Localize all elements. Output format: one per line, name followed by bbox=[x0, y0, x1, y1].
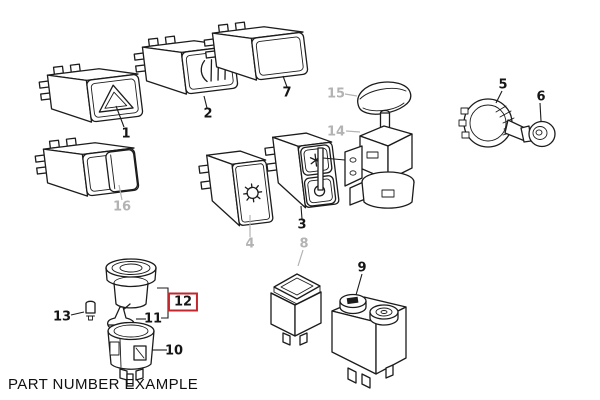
part-14-drawing bbox=[317, 109, 415, 209]
part-label-3[interactable]: 3 bbox=[297, 217, 307, 233]
part-3-drawing bbox=[263, 129, 340, 213]
part-label-8[interactable]: 8 bbox=[299, 236, 309, 252]
part-label-5[interactable]: 5 bbox=[498, 77, 508, 93]
part-label-1[interactable]: 1 bbox=[121, 126, 131, 142]
caption-text: PART NUMBER EXAMPLE bbox=[8, 376, 199, 393]
part-10-drawing bbox=[107, 321, 155, 387]
part-15-drawing bbox=[357, 81, 412, 115]
part-label-9[interactable]: 9 bbox=[357, 260, 367, 276]
part-label-16[interactable]: 16 bbox=[112, 199, 132, 215]
part-label-15[interactable]: 15 bbox=[326, 86, 346, 102]
part-label-4[interactable]: 4 bbox=[245, 236, 255, 252]
part-13-drawing bbox=[85, 300, 96, 321]
part-4-drawing bbox=[197, 147, 274, 231]
part-6-drawing bbox=[520, 120, 556, 148]
light-symbol-icon bbox=[243, 183, 263, 203]
part-label-13[interactable]: 13 bbox=[52, 309, 72, 325]
part-16-drawing bbox=[32, 130, 140, 203]
part-8-drawing bbox=[270, 273, 322, 346]
part-1-drawing bbox=[36, 56, 144, 129]
part-label-7[interactable]: 7 bbox=[282, 85, 292, 101]
part-label-2[interactable]: 2 bbox=[203, 106, 213, 122]
part-12-drawing bbox=[105, 258, 157, 311]
part-label-12-highlighted[interactable]: 12 bbox=[167, 292, 199, 312]
part-5-drawing bbox=[458, 98, 532, 148]
part-label-14[interactable]: 14 bbox=[326, 124, 346, 140]
part-label-10[interactable]: 10 bbox=[164, 343, 184, 359]
part-9-drawing bbox=[331, 293, 407, 389]
part-label-11[interactable]: 11 bbox=[143, 311, 163, 327]
part-label-6[interactable]: 6 bbox=[536, 89, 546, 105]
